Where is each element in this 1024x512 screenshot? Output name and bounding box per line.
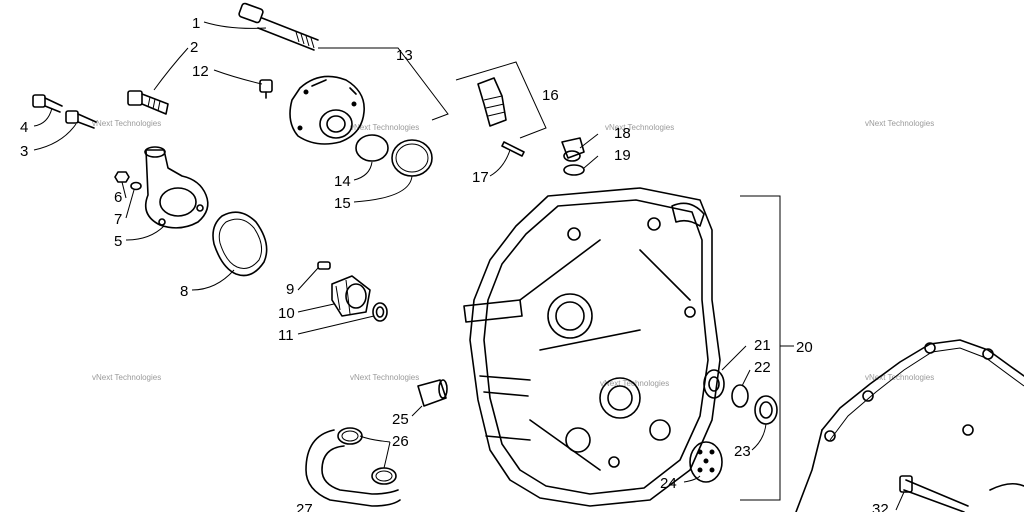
callout-14: 14 — [334, 173, 351, 190]
part-32-shaft — [899, 475, 969, 512]
callout-8: 8 — [180, 283, 188, 300]
callout-25: 25 — [392, 411, 409, 428]
part-18-plug — [561, 137, 585, 162]
callout-22: 22 — [754, 359, 771, 376]
part-17-pin — [501, 141, 525, 157]
part-3-bolt — [65, 110, 97, 129]
watermark-text: vNext Technologies — [92, 119, 161, 128]
callout-10: 10 — [278, 305, 295, 322]
callout-21: 21 — [754, 337, 771, 354]
part-4-bolt — [32, 94, 63, 113]
part-22-ring — [731, 384, 749, 408]
callout-9: 9 — [286, 281, 294, 298]
callout-4: 4 — [20, 119, 28, 136]
watermark-text: vNext Technologies — [865, 119, 934, 128]
callout-18: 18 — [614, 125, 631, 142]
callout-26: 26 — [392, 433, 409, 450]
part-27-hose — [305, 429, 401, 507]
leader-lines — [33, 21, 905, 511]
callout-3: 3 — [20, 143, 28, 160]
part-20-crankcase-cover — [463, 187, 794, 507]
callout-6: 6 — [114, 189, 122, 206]
callout-24: 24 — [660, 475, 677, 492]
callout-20: 20 — [796, 339, 813, 356]
callout-13: 13 — [396, 47, 413, 64]
part-21-seal — [703, 369, 725, 399]
callout-11: 11 — [278, 327, 294, 344]
part-2-bolt — [127, 90, 169, 115]
watermark-text: vNext Technologies — [865, 373, 934, 382]
part-5-pump-cover — [144, 146, 209, 229]
part-16-fitting — [455, 61, 547, 139]
part-25-sleeve — [417, 379, 448, 407]
watermark-text: vNext Technologies — [92, 373, 161, 382]
watermark-text: vNext Technologies — [605, 123, 674, 132]
part-9-pin — [317, 261, 331, 270]
part-12-bolt — [259, 79, 273, 99]
part-7-washer — [130, 181, 142, 191]
callout-7: 7 — [114, 211, 122, 228]
part-6-bolt — [114, 171, 130, 183]
watermark-text: vNext Technologies — [350, 123, 419, 132]
part-1-bolt — [238, 2, 319, 51]
callout-27: 27 — [296, 501, 313, 512]
part-19-washer — [563, 164, 585, 176]
callout-23: 23 — [734, 443, 751, 460]
part-11-seal — [372, 302, 388, 322]
callout-17: 17 — [472, 169, 489, 186]
callout-12: 12 — [192, 63, 209, 80]
callout-1: 1 — [192, 15, 200, 32]
part-23-bearing — [754, 395, 778, 425]
callout-15: 15 — [334, 195, 351, 212]
callout-5: 5 — [114, 233, 122, 250]
callout-labels: 1 2 3 4 5 6 7 8 9 10 11 12 13 14 15 16 1… — [20, 15, 889, 512]
part-14-o-ring — [355, 134, 389, 162]
watermark-text: vNext Technologies — [350, 373, 419, 382]
part-13-pump-housing — [289, 47, 449, 145]
callout-2: 2 — [190, 39, 198, 56]
part-24-plate — [689, 441, 723, 483]
part-15-o-ring — [391, 139, 433, 177]
part-10-impeller — [331, 275, 371, 317]
cover-gasket — [795, 339, 1024, 512]
callout-16: 16 — [542, 87, 559, 104]
callout-32: 32 — [872, 501, 889, 512]
part-26-clamp — [337, 427, 397, 485]
callout-19: 19 — [614, 147, 631, 164]
part-8-gasket — [212, 211, 268, 277]
